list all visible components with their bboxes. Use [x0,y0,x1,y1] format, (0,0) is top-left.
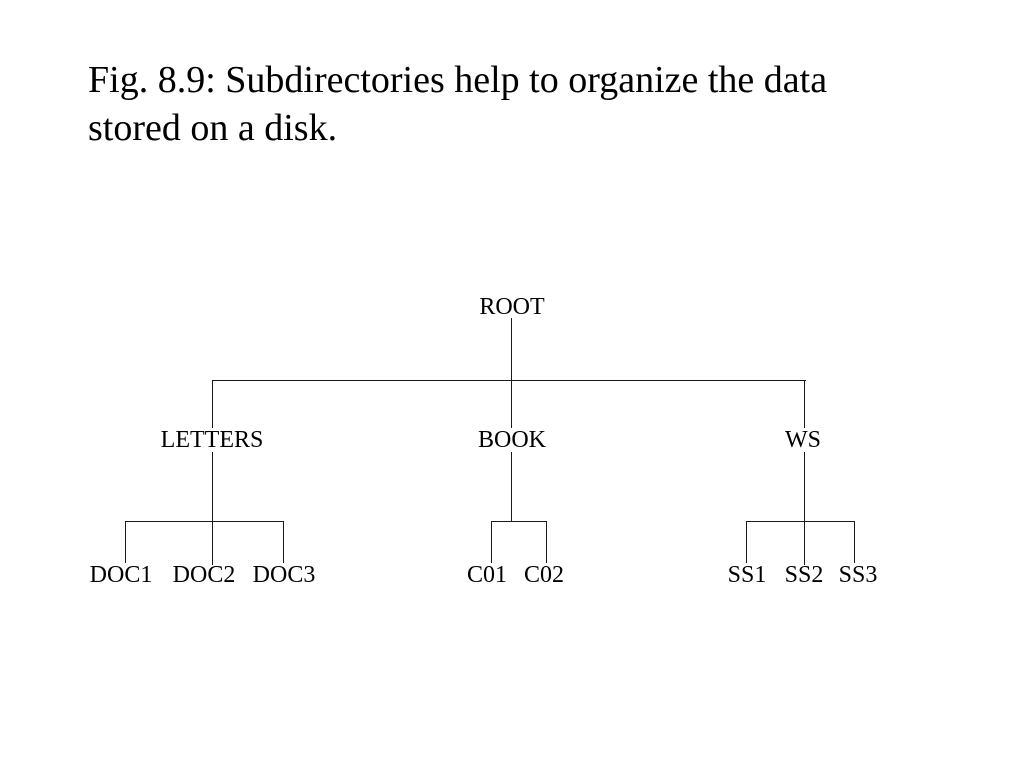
connector-ss2-drop [804,521,805,565]
connector-letters-bracket [125,521,284,522]
tree-node-book: BOOK [477,427,547,453]
tree-node-c01: C01 [466,562,508,588]
tree-node-letters: LETTERS [160,427,264,453]
tree-node-doc3: DOC3 [252,562,316,588]
connector-letters-top-drop [212,380,213,428]
connector-doc2-drop [212,521,213,565]
tree-node-c02: C02 [523,562,565,588]
tree-node-ws: WS [785,427,821,453]
connector-doc3-drop [283,521,284,563]
tree-node-ss2: SS2 [784,562,824,588]
connector-book-bracket [491,521,547,522]
connector-ws-top-drop [804,380,805,428]
slide-title: Fig. 8.9: Subdirectories help to organiz… [88,59,828,149]
tree-node-root: ROOT [479,294,545,320]
tree-node-doc2: DOC2 [172,562,236,588]
connector-doc1-drop [125,521,126,563]
connector-ss1-drop [746,521,747,563]
connector-ws-bracket [746,521,855,522]
connector-root-drop [511,318,512,380]
tree-node-ss1: SS1 [727,562,767,588]
connector-book-top-drop [511,380,512,428]
connector-ws-bottom-drop [804,452,805,521]
connector-c02-drop [546,521,547,563]
connector-book-bottom-drop [511,452,512,521]
connector-letters-bottom-drop [212,452,213,521]
connector-level2-rail [212,380,806,381]
connector-ss3-drop [854,521,855,563]
tree-node-ss3: SS3 [838,562,878,588]
tree-node-doc1: DOC1 [89,562,153,588]
connector-c01-drop [491,521,492,563]
